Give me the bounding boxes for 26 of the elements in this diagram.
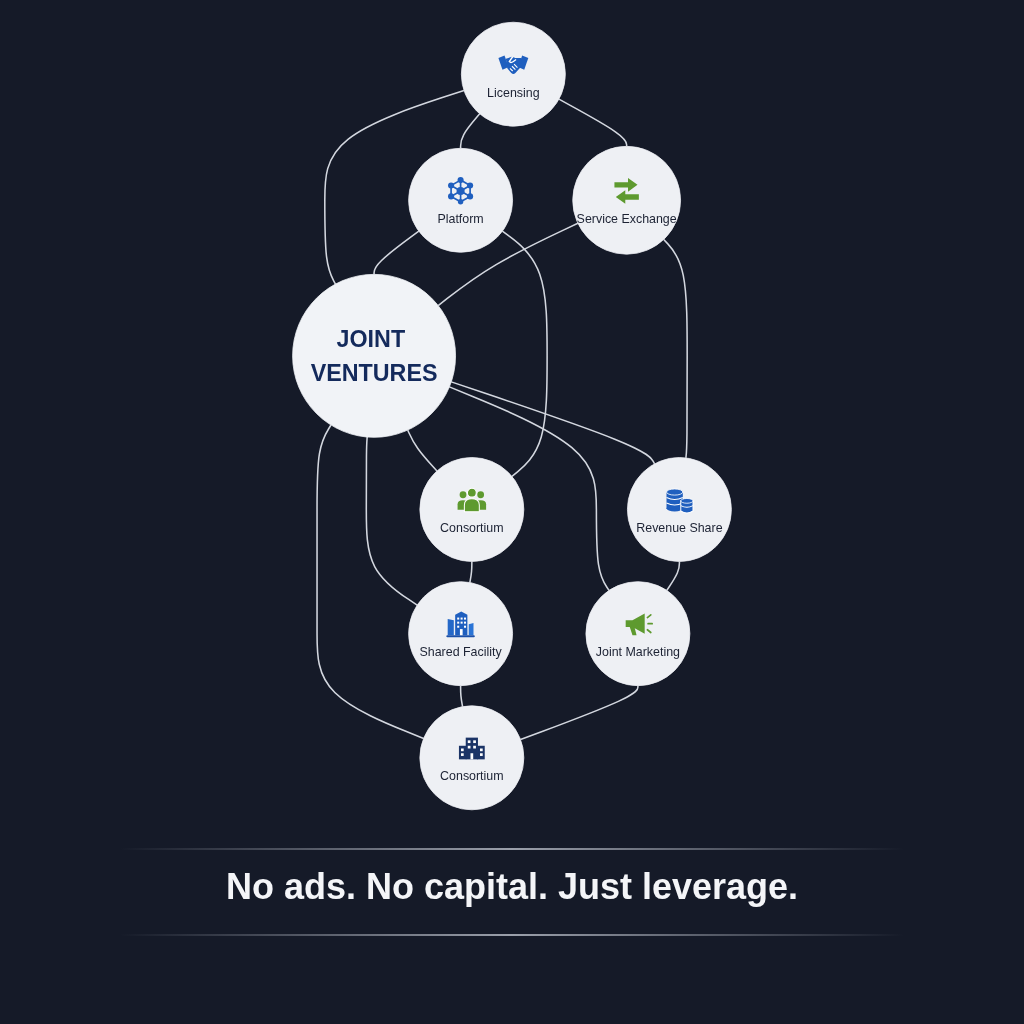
connector bbox=[448, 386, 610, 592]
node-circle: JOINT VENTURES bbox=[292, 274, 456, 438]
connector bbox=[450, 381, 656, 465]
connector bbox=[324, 89, 465, 285]
connector bbox=[406, 429, 438, 472]
caption-text: No ads. No capital. Just leverage. bbox=[225, 866, 799, 907]
node-circle: Revenue Share bbox=[627, 457, 732, 562]
connector bbox=[662, 238, 688, 459]
node-circle: Shared Facility bbox=[408, 581, 513, 687]
connector bbox=[373, 230, 420, 276]
node-circle: Consortium bbox=[419, 705, 525, 811]
connector bbox=[501, 230, 548, 478]
node-circle: Joint Marketing bbox=[585, 581, 691, 687]
connector bbox=[469, 560, 473, 584]
connector bbox=[519, 684, 639, 741]
node-circle: Licensing bbox=[461, 21, 566, 127]
connector bbox=[437, 222, 579, 307]
connector bbox=[666, 560, 681, 592]
connector bbox=[365, 436, 418, 606]
connector bbox=[316, 424, 425, 740]
node-circle: Service Exchange bbox=[572, 145, 681, 255]
node-circle: Consortium bbox=[419, 457, 525, 562]
connector bbox=[459, 113, 481, 150]
connector bbox=[558, 98, 628, 148]
connector bbox=[459, 684, 464, 708]
node-circle: Platform bbox=[408, 147, 513, 253]
